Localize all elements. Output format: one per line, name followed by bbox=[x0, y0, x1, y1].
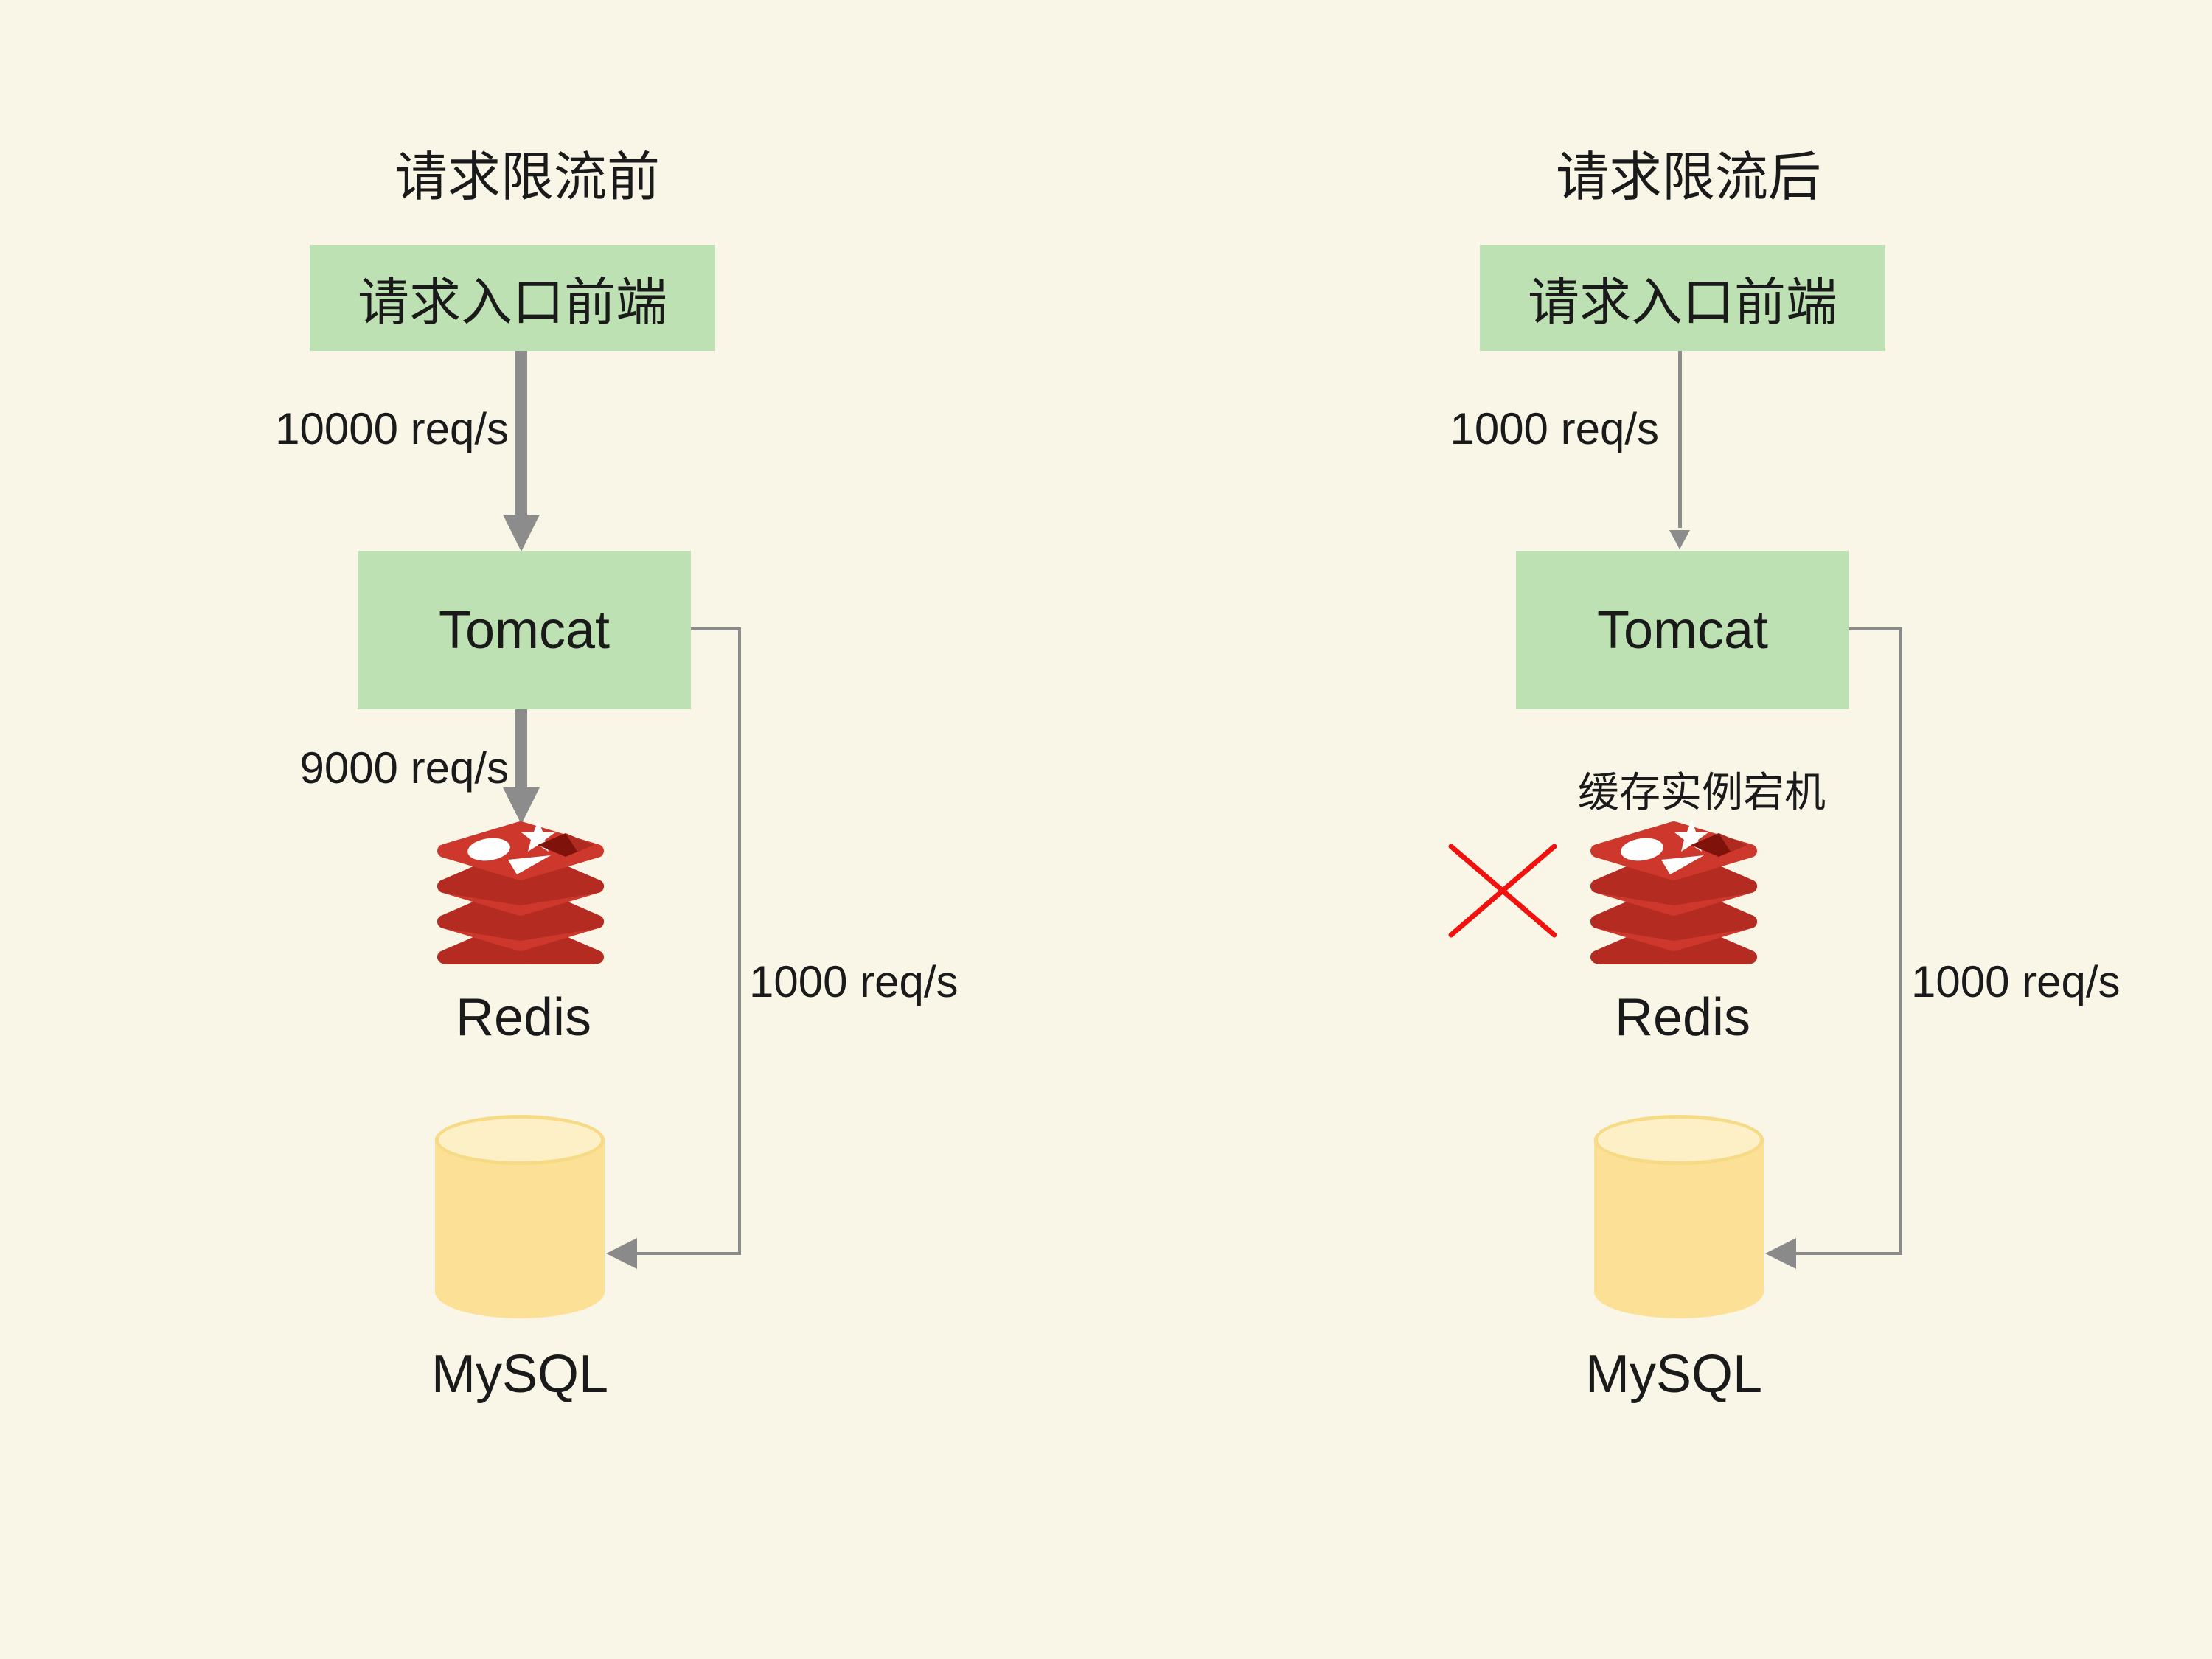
entry-rate-label: 10000 req/s bbox=[275, 404, 509, 453]
redis-triangle-shape bbox=[508, 855, 551, 874]
redis-label: Redis bbox=[1614, 988, 1751, 1047]
panel-before-title: 请求限流前 bbox=[394, 147, 660, 207]
arrow-left-icon bbox=[606, 1238, 637, 1269]
connector-line bbox=[1899, 627, 1902, 1253]
redis-star-shape bbox=[521, 820, 555, 852]
redis-logo-icon bbox=[1590, 820, 1757, 964]
arrow-down-icon bbox=[503, 515, 540, 552]
redis-triangle-shape bbox=[1661, 855, 1704, 874]
connector-line bbox=[738, 627, 741, 1253]
tomcat-box: Tomcat bbox=[1516, 551, 1849, 709]
connector-line bbox=[1795, 1252, 1902, 1255]
redis-star-shape bbox=[1674, 820, 1708, 852]
mysql-label: MySQL bbox=[1585, 1345, 1763, 1404]
connector-line bbox=[691, 627, 741, 630]
arrow-entry-to-tomcat-shaft bbox=[1678, 351, 1682, 528]
panel-after-title: 请求限流后 bbox=[1555, 147, 1821, 207]
tomcat-box: Tomcat bbox=[358, 551, 691, 709]
redis-rate-label: 9000 req/s bbox=[299, 743, 509, 793]
redis-label: Redis bbox=[455, 988, 592, 1047]
redis-ellipse-shape bbox=[467, 838, 510, 861]
database-cylinder-icon bbox=[1594, 1115, 1764, 1318]
cache-down-label: 缓存实例宕机 bbox=[1578, 768, 1826, 815]
entry-frontend-label: 请求入口前端 bbox=[358, 273, 667, 331]
mysql-label: MySQL bbox=[431, 1345, 609, 1404]
database-cylinder-icon bbox=[435, 1115, 605, 1318]
entry-frontend-box: 请求入口前端 bbox=[1480, 245, 1885, 351]
tomcat-label: Tomcat bbox=[1596, 600, 1769, 660]
arrow-down-icon bbox=[503, 787, 540, 824]
entry-frontend-label: 请求入口前端 bbox=[1528, 273, 1837, 331]
tomcat-label: Tomcat bbox=[438, 600, 611, 660]
entry-rate-label: 1000 req/s bbox=[1450, 404, 1659, 453]
x-mark-icon bbox=[1448, 844, 1557, 938]
arrow-tomcat-to-redis-shaft bbox=[515, 709, 527, 790]
connector-line bbox=[1849, 627, 1902, 630]
mysql-rate-label: 1000 req/s bbox=[749, 957, 959, 1006]
redis-layer-top bbox=[437, 820, 604, 905]
arrow-down-icon bbox=[1669, 530, 1690, 549]
redis-logo-icon bbox=[437, 820, 604, 964]
mysql-rate-label: 1000 req/s bbox=[1911, 957, 2121, 1006]
arrow-entry-to-tomcat-shaft bbox=[515, 351, 527, 518]
entry-frontend-box: 请求入口前端 bbox=[310, 245, 715, 351]
connector-line bbox=[634, 1252, 741, 1255]
redis-ellipse-shape bbox=[1621, 838, 1663, 861]
arrow-left-icon bbox=[1765, 1238, 1796, 1269]
